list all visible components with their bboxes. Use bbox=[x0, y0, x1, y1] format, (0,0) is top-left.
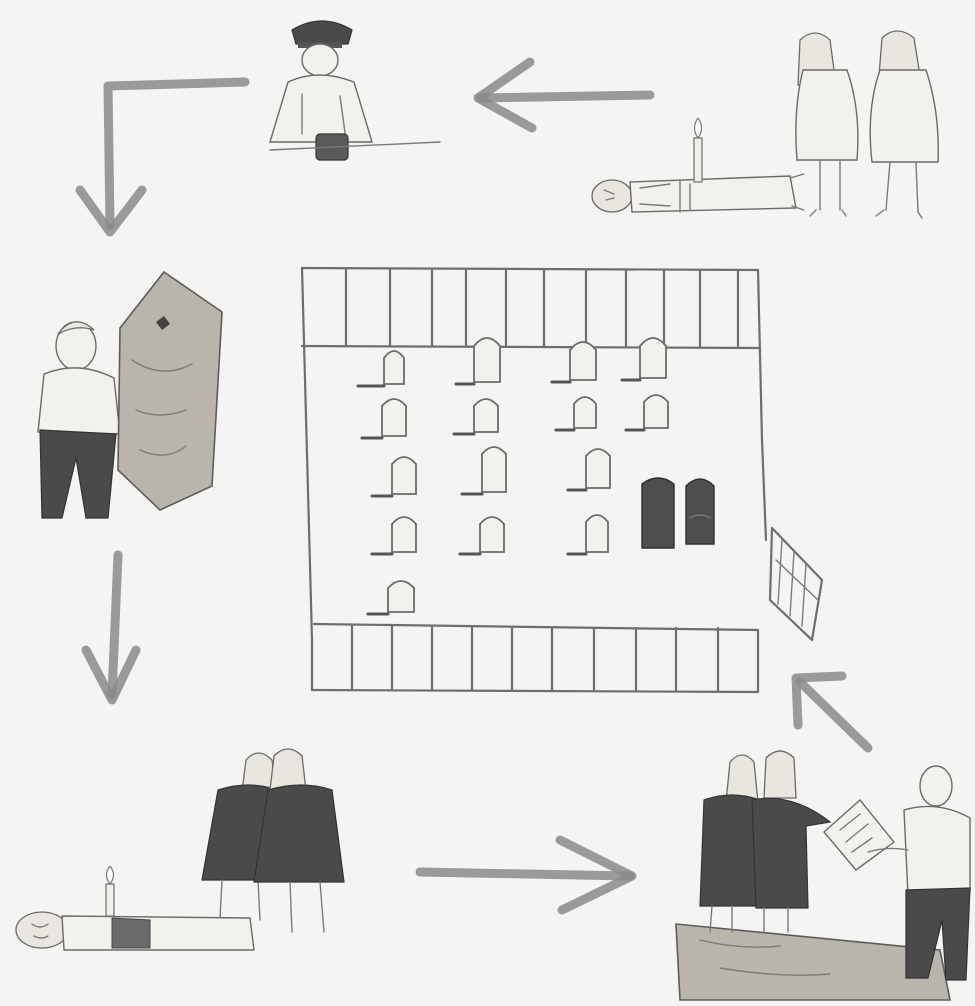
panel-sisters-by-body bbox=[16, 749, 344, 950]
headstone bbox=[362, 399, 406, 438]
panel-officer-doctor bbox=[270, 21, 440, 160]
arrow-right-bottom bbox=[420, 840, 632, 910]
bottom-plot-row bbox=[312, 624, 758, 692]
arrow-corner-down-left bbox=[80, 82, 245, 232]
headstone bbox=[568, 515, 608, 554]
mourner-woman-left bbox=[796, 33, 858, 216]
headstone bbox=[368, 581, 414, 614]
candle bbox=[694, 118, 702, 182]
candle bbox=[106, 866, 114, 916]
lying-body bbox=[16, 912, 254, 950]
headstone bbox=[372, 517, 416, 554]
panel-cemetery-plan bbox=[302, 268, 822, 692]
document bbox=[824, 800, 894, 870]
headstone bbox=[460, 517, 504, 554]
headstone bbox=[456, 338, 500, 384]
headstone bbox=[626, 395, 668, 430]
cemetery-wall-left bbox=[302, 268, 312, 690]
headstone bbox=[556, 397, 596, 430]
arrow-down-left bbox=[86, 555, 136, 700]
headstone bbox=[568, 449, 610, 490]
panel-coffin-maker bbox=[38, 272, 222, 518]
cemetery-gate bbox=[770, 528, 822, 640]
cemetery-wall-right bbox=[758, 270, 766, 540]
headstone bbox=[462, 447, 506, 494]
panel-mourners-by-body bbox=[592, 31, 938, 218]
top-plot-row bbox=[302, 268, 760, 348]
headstone bbox=[358, 351, 404, 386]
sister-right bbox=[752, 751, 830, 932]
mourner-woman-right bbox=[870, 31, 938, 218]
panel-coffin-payment bbox=[676, 751, 970, 1000]
headstone bbox=[622, 338, 666, 380]
arrow-up-left-bottom bbox=[796, 676, 868, 748]
new-dark-headstones bbox=[642, 478, 714, 548]
headstones bbox=[358, 338, 668, 614]
headstone bbox=[372, 457, 416, 496]
headstone bbox=[454, 399, 498, 434]
arrow-left-top bbox=[478, 62, 650, 128]
